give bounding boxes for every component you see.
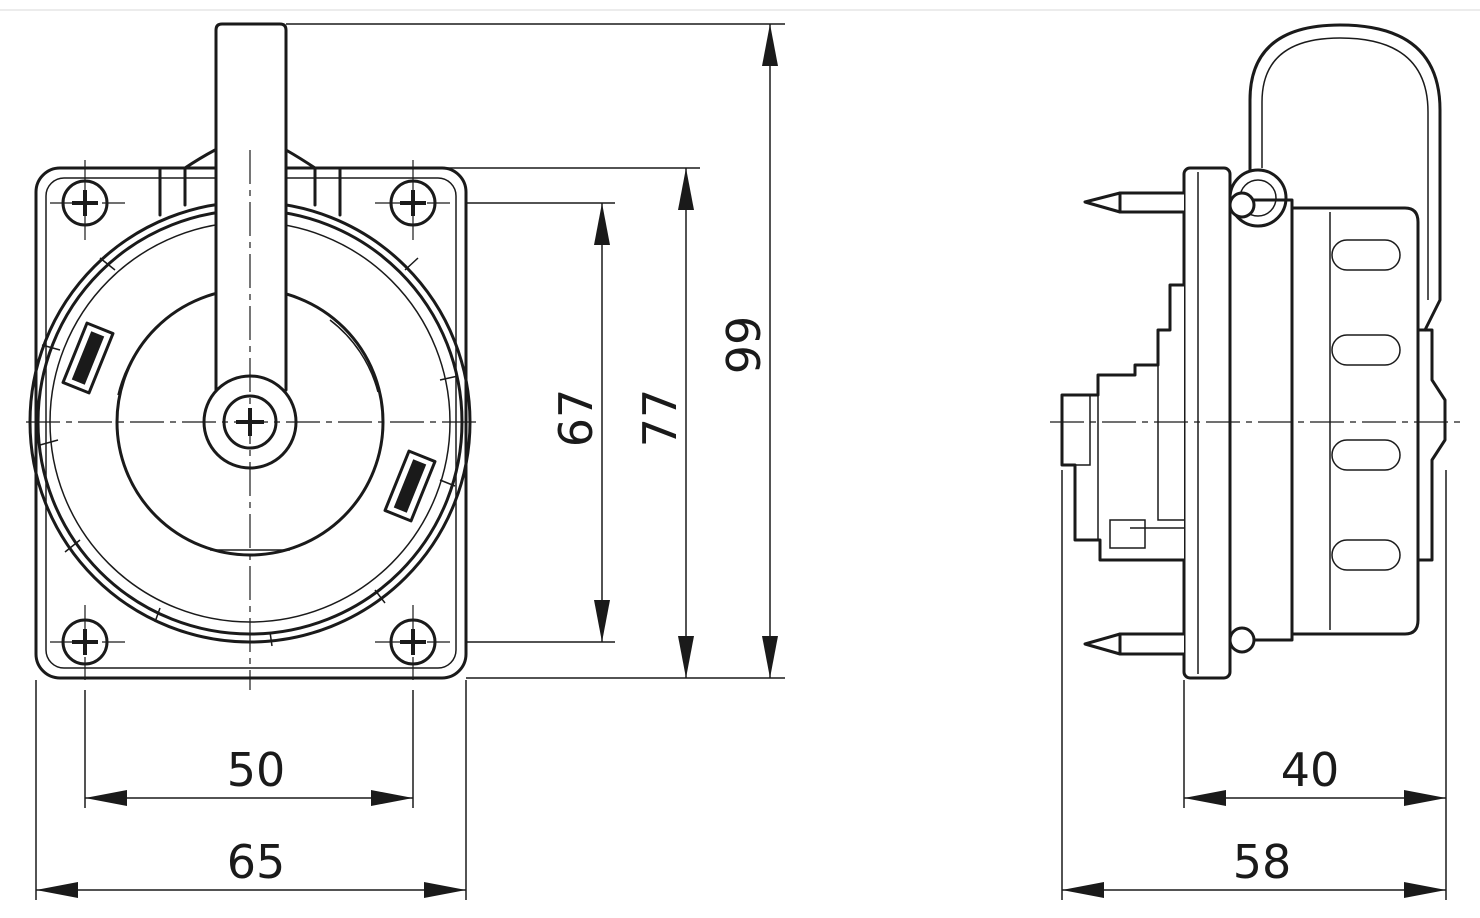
dim-label-front-height-flange: 77: [633, 389, 687, 448]
dim-label-front-height-holes: 67: [549, 389, 603, 448]
dim-label-front-width-outer: 65: [227, 835, 286, 889]
front-latch-slot-right: [383, 449, 437, 523]
side-cover-latch: [1416, 328, 1447, 562]
front-latch-slot-left: [61, 321, 115, 395]
dim-label-front-height-total: 99: [717, 316, 771, 375]
front-lever-arm: [214, 22, 288, 392]
side-lever-loop-outer: [1248, 23, 1442, 332]
side-mounting-screw-bottom: [1083, 626, 1256, 656]
side-cover-cylinder: [1290, 206, 1420, 636]
front-hinge-fillet-left: [183, 148, 217, 170]
front-hinge-fillet-right: [284, 148, 317, 170]
front-disc-detail-right: [329, 319, 379, 393]
front-disc-detail-left: [117, 324, 161, 396]
side-dimensions: 40 58: [1061, 470, 1447, 900]
front-hinge-boss-right: [313, 166, 342, 217]
side-body-neck: [1228, 198, 1294, 642]
dim-label-side-depth-total: 58: [1233, 835, 1292, 889]
dim-label-front-width-holes: 50: [227, 743, 286, 797]
side-cover-ribs: [1331, 239, 1401, 571]
front-view: [26, 22, 476, 690]
front-hinge-boss-left: [158, 166, 187, 217]
side-flange-plate: [1182, 166, 1232, 680]
side-view: [1050, 23, 1460, 680]
side-lever-loop-inner: [1261, 37, 1429, 300]
dim-label-side-depth-body: 40: [1281, 743, 1340, 797]
front-ring-ribs: [39, 257, 459, 647]
side-mounting-screw-top: [1083, 191, 1256, 219]
front-dimensions: 50 65 67 77 99: [35, 23, 785, 900]
